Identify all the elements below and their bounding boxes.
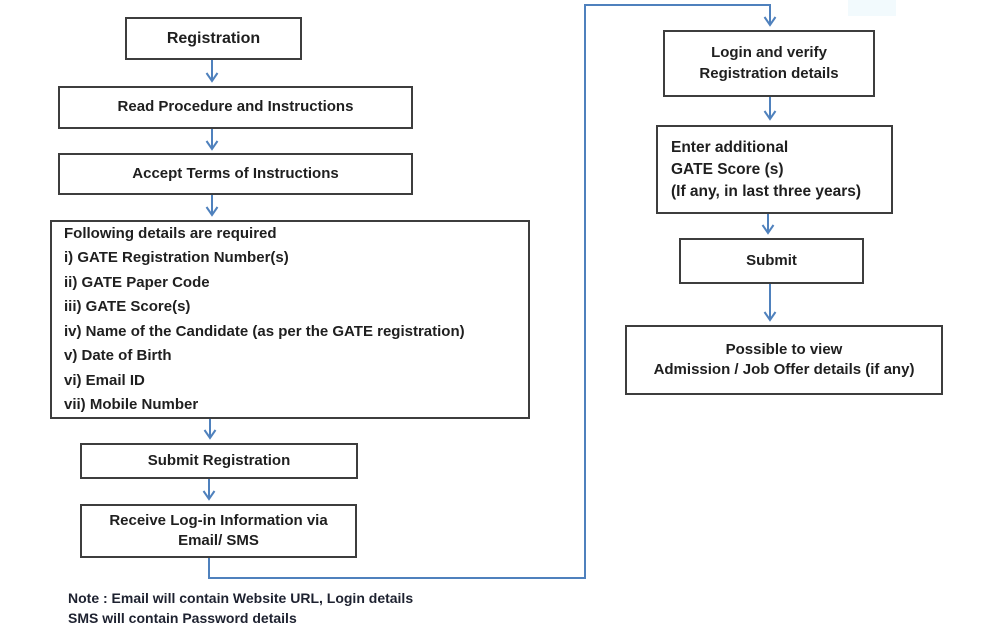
flow-box-enter-additional: Enter additional GATE Score (s) (If any,… (656, 125, 893, 214)
login-verify-line2: Registration details (699, 64, 839, 82)
flow-box-submit: Submit (679, 238, 864, 284)
enter-additional-line1: Enter additional (671, 138, 789, 156)
possible-view-line1: Possible to view (725, 340, 843, 358)
footnote-line1: Note : Email will contain Website URL, L… (68, 590, 414, 606)
required-details-item: vii) Mobile Number (64, 396, 199, 413)
required-details-item: vi) Email ID (64, 371, 145, 389)
required-details-item: i) GATE Registration Number(s) (64, 249, 289, 266)
receive-login-line1: Receive Log-in Information via (109, 511, 328, 529)
flow-box-submit-registration: Submit Registration (80, 443, 358, 479)
flow-box-required-details: Following details are required i) GATE R… (50, 220, 530, 419)
flow-box-login-verify: Login and verify Registration details (663, 30, 875, 97)
flow-box-read-procedure: Read Procedure and Instructions (58, 86, 413, 129)
login-verify-line1: Login and verify (711, 44, 827, 62)
registration-label: Registration (166, 29, 261, 47)
required-details-item: iv) Name of the Candidate (as per the GA… (64, 322, 465, 340)
required-details-item: ii) GATE Paper Code (64, 273, 210, 291)
submit-registration-label: Submit Registration (147, 451, 291, 469)
possible-view-line2: Admission / Job Offer details (if any) (653, 361, 915, 378)
required-details-item: iii) GATE Score(s) (64, 298, 191, 315)
read-procedure-label: Read Procedure and Instructions (117, 98, 354, 116)
flow-box-accept-terms: Accept Terms of Instructions (58, 153, 413, 195)
receive-login-line2: Email/ SMS (178, 532, 259, 549)
scan-artifact (848, 0, 896, 16)
required-details-item: v) Date of Birth (64, 347, 172, 364)
submit-label: Submit (746, 251, 797, 269)
footnote: Note : Email will contain Website URL, L… (68, 588, 413, 628)
enter-additional-line2: GATE Score (s) (671, 160, 784, 178)
footnote-line2: SMS will contain Password details (68, 610, 297, 626)
flow-box-receive-login: Receive Log-in Information via Email/ SM… (80, 504, 357, 558)
enter-additional-line3: (If any, in last three years) (671, 182, 862, 200)
accept-terms-label: Accept Terms of Instructions (132, 164, 339, 182)
flow-box-registration: Registration (125, 17, 302, 60)
required-details-heading: Following details are required (64, 224, 277, 242)
flow-box-possible-view: Possible to view Admission / Job Offer d… (625, 325, 943, 395)
